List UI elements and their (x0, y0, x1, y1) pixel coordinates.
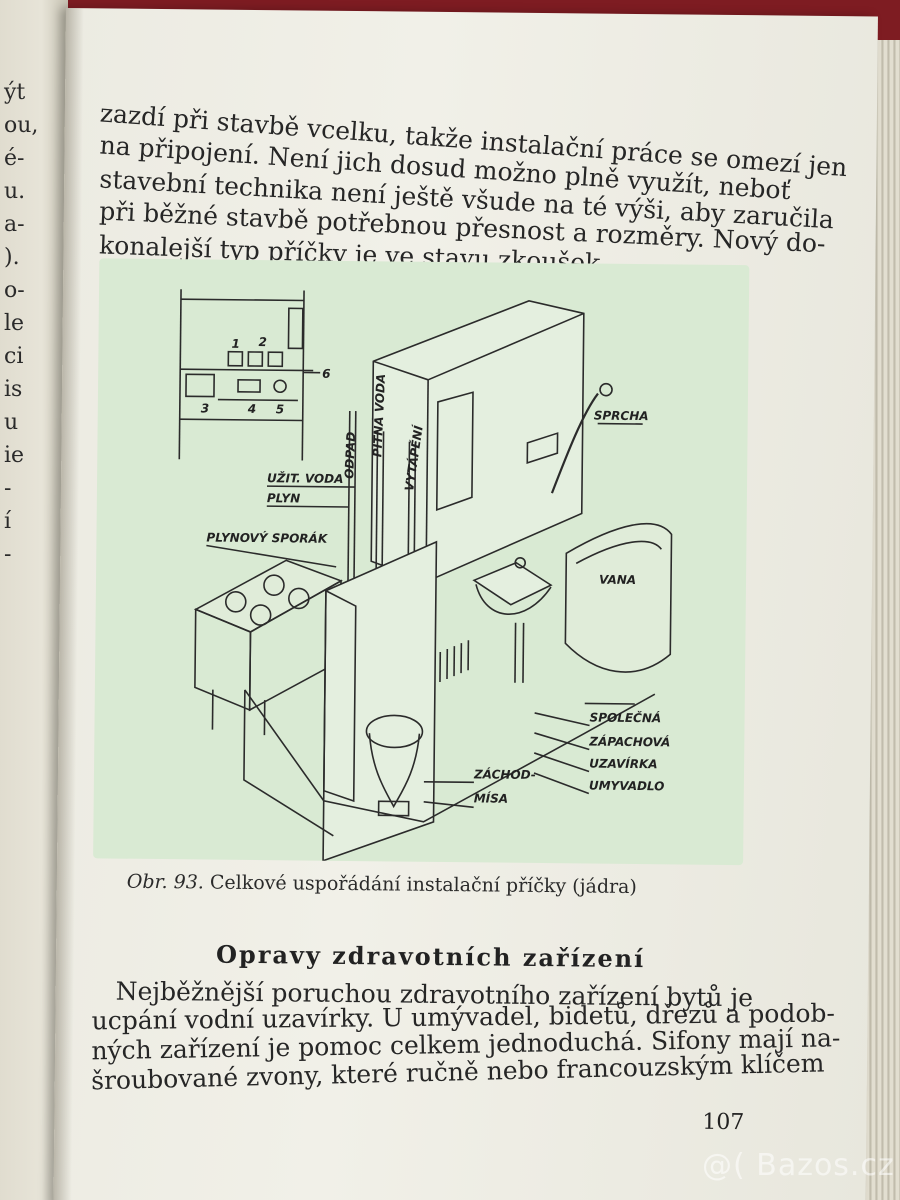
installation-core-drawing: 1 2 3 4 5 6 ODPAD PITNÁ VODA VYTÁPĚNÍ UŽ… (178, 289, 673, 862)
left-page-fragment: a- (4, 212, 25, 237)
plan-number: 6 (322, 367, 331, 381)
plan-number: 5 (276, 402, 285, 416)
label-sprcha: SPRCHA (594, 409, 649, 424)
left-page-fragment: - (4, 542, 12, 567)
label-plynovy-sporak: PLYNOVÝ SPORÁK (206, 530, 329, 546)
plan-number: 1 (231, 337, 240, 351)
caption-prefix: Obr. 93. (126, 870, 204, 894)
left-page-fragment: ci (4, 344, 24, 369)
left-page-fragment: u. (4, 179, 26, 204)
left-page-fragment: í (4, 509, 12, 534)
label-uzavirka: UZAVÍRKA (589, 756, 658, 772)
label-uzit-voda: UŽIT. VODA (267, 470, 343, 486)
label-pitna-voda: PITNÁ VODA (369, 373, 388, 457)
figure-caption: Obr. 93. Celkové uspořádání instalační p… (127, 871, 637, 898)
left-page-fragment: é- (4, 146, 25, 171)
left-page-fragment: ie (4, 443, 25, 468)
caption-text: Celkové uspořádání instalační příčky (já… (203, 871, 637, 899)
plan-number: 2 (258, 335, 267, 349)
book-page: zazdí při stavbě vcelku, takže instalačn… (53, 8, 878, 1200)
label-spolecna: SPOLEČNÁ (590, 710, 662, 726)
floor-plan (178, 289, 321, 461)
left-page-fragment: ou, (4, 113, 39, 138)
left-page-fragment: le (4, 311, 25, 336)
section-heading: Opravy zdravotních zařízení (215, 939, 646, 974)
label-vana: VANA (599, 573, 636, 587)
watermark: @( Bazos.cz (702, 1148, 895, 1183)
label-umyvadlo: UMYVADLO (589, 779, 665, 794)
left-page-fragment: - (4, 476, 12, 501)
left-page-fragment: is (4, 377, 23, 402)
left-page-fragment: o- (4, 278, 25, 303)
left-page-edge: ýt ou, é-u. a-). o-le ci is u ie - í - (0, 0, 68, 1200)
figure-installation-core: 1 2 3 4 5 6 ODPAD PITNÁ VODA VYTÁPĚNÍ UŽ… (93, 258, 750, 866)
label-odpad: ODPAD (342, 431, 358, 479)
label-plyn: PLYN (267, 491, 300, 505)
left-page-fragment: ýt (4, 80, 26, 105)
left-page-fragment: u (4, 410, 19, 435)
label-zapachova: ZÁPACHOVÁ (588, 734, 670, 750)
left-page-fragment: ). (4, 245, 20, 270)
label-misa: MÍSA (474, 790, 508, 805)
plan-number: 4 (247, 402, 257, 416)
page-number: 107 (702, 1109, 745, 1136)
label-zachod: ZÁCHOD- (473, 766, 536, 782)
plan-number: 3 (201, 401, 210, 415)
